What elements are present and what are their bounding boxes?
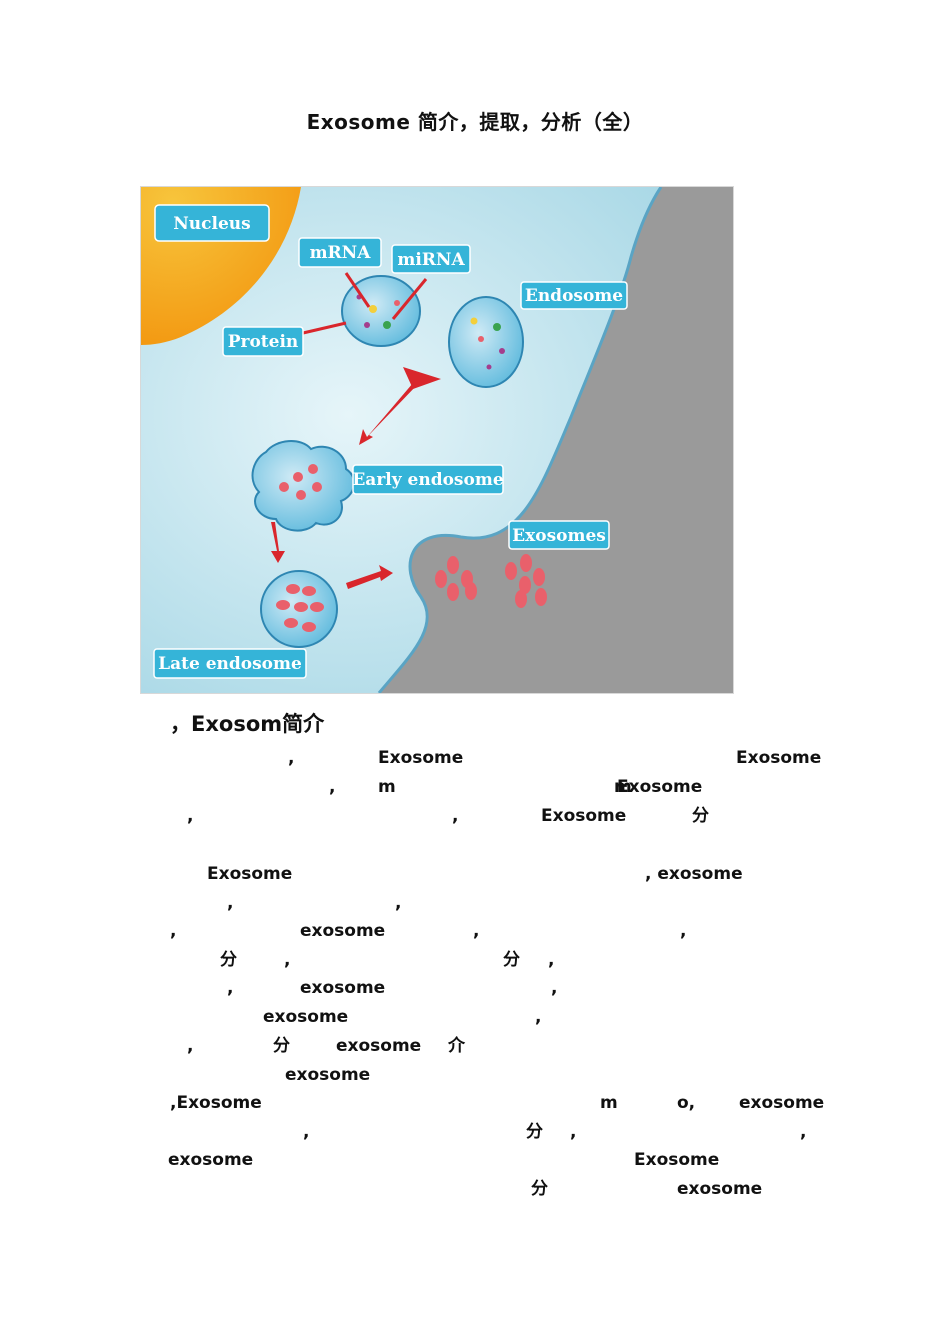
pointer-lines xyxy=(302,272,428,335)
label-mirna: miRNA xyxy=(397,250,465,270)
text-fragment: , xyxy=(187,1036,194,1056)
text-fragment: 分 xyxy=(220,950,237,970)
text-fragment: Exosome xyxy=(541,806,627,826)
text-fragment: Exosome xyxy=(378,748,464,768)
text-fragment: , xyxy=(284,950,291,970)
label-endosome: Endosome xyxy=(525,286,623,306)
text-fragment: , xyxy=(551,978,558,998)
label-exosomes: Exosomes xyxy=(512,526,606,546)
label-boxes xyxy=(153,204,628,679)
text-fragment: Exosome xyxy=(736,748,822,768)
text-fragment: ,Exosome xyxy=(170,1093,262,1113)
document-title: Exosome 简介，提取，分析（全） xyxy=(306,110,644,134)
text-fragment: Exosome xyxy=(634,1150,720,1170)
text-fragment: , xyxy=(473,921,480,941)
plasma-membrane xyxy=(377,187,663,693)
released-exosomes xyxy=(435,554,547,608)
text-fragment: , exosome xyxy=(645,864,743,884)
text-fragment: , xyxy=(535,1007,542,1027)
text-fragment: 分 xyxy=(692,806,709,826)
text-fragment: 分 xyxy=(531,1179,548,1199)
text-fragment: m xyxy=(378,777,396,797)
early-endosome-vesicle xyxy=(251,440,356,532)
text-fragment: Exosome xyxy=(207,864,293,884)
endosome-vesicle xyxy=(448,296,524,388)
label-late-endosome: Late endosome xyxy=(158,654,302,674)
text-fragment: , xyxy=(170,921,177,941)
text-fragment: , xyxy=(288,748,295,768)
label-nucleus: Nucleus xyxy=(173,214,250,234)
text-fragment: , xyxy=(303,1122,310,1142)
section-heading: ，Exosom简介 xyxy=(170,712,325,736)
text-fragment: , xyxy=(680,921,687,941)
text-fragment: Exosome xyxy=(617,777,703,797)
text-fragment: exosome xyxy=(168,1150,254,1170)
label-protein: Protein xyxy=(228,332,299,352)
text-fragment: 分 xyxy=(526,1122,543,1142)
text-fragment: exosome xyxy=(285,1065,371,1085)
text-fragment: exosome xyxy=(677,1179,763,1199)
text-fragment: 介 xyxy=(448,1036,465,1056)
text-fragment: , xyxy=(395,893,402,913)
text-fragment: , xyxy=(800,1122,807,1142)
transport-arrows xyxy=(271,367,441,589)
text-fragment: 分 xyxy=(273,1036,290,1056)
text-fragment: exosome xyxy=(739,1093,825,1113)
text-fragment: , xyxy=(187,806,194,826)
exosome-biogenesis-figure: Nucleus mRNA miRNA Endosome Protein Earl… xyxy=(140,186,734,694)
text-fragment: , xyxy=(227,893,234,913)
text-fragment: m xyxy=(614,777,632,797)
label-early-endosome: Early endosome xyxy=(352,470,503,490)
label-mrna: mRNA xyxy=(310,243,372,263)
text-fragment: , xyxy=(452,806,459,826)
text-fragment: exosome xyxy=(336,1036,422,1056)
text-fragment: exosome xyxy=(300,978,386,998)
text-fragment: exosome xyxy=(300,921,386,941)
extracellular-space xyxy=(379,187,733,693)
text-fragment: , xyxy=(548,950,555,970)
late-endosome-vesicle xyxy=(260,570,338,648)
text-fragment: o, xyxy=(677,1093,696,1113)
text-fragment: , xyxy=(329,777,336,797)
text-fragment: 分 xyxy=(503,950,520,970)
text-fragment: , xyxy=(570,1122,577,1142)
text-fragment: , xyxy=(227,978,234,998)
text-fragment: exosome xyxy=(263,1007,349,1027)
text-fragment: m xyxy=(600,1093,618,1113)
